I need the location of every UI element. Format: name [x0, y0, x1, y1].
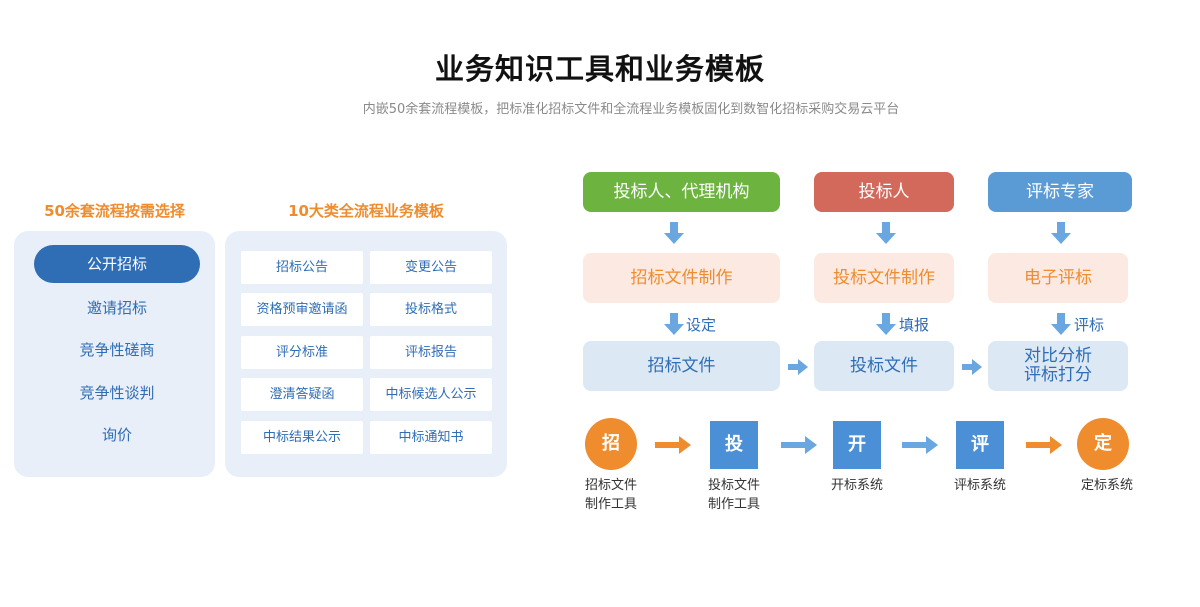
- template-item[interactable]: 评分标准: [241, 336, 363, 369]
- role-bidder-agency: 投标人、代理机构: [583, 172, 780, 212]
- label-fill: 填报: [899, 316, 930, 334]
- flow-label-evaluate: 评标系统: [953, 478, 1006, 493]
- step-bid-doc: 投标文件: [814, 341, 954, 391]
- arrow-right-icon: [781, 436, 817, 454]
- template-item[interactable]: 评标报告: [370, 336, 492, 369]
- step-compare-score: 对比分析 评标打分: [988, 341, 1128, 391]
- step-tender-doc: 招标文件: [583, 341, 780, 391]
- flow-node-evaluate[interactable]: 评: [956, 421, 1004, 469]
- arrow-right-icon: [788, 359, 808, 375]
- process-heading: 50余套流程按需选择: [44, 202, 185, 220]
- template-item[interactable]: 投标格式: [370, 293, 492, 326]
- template-item[interactable]: 中标通知书: [370, 421, 492, 454]
- arrow-right-icon: [902, 436, 938, 454]
- flow-node-award[interactable]: 定: [1077, 418, 1129, 470]
- step-tender-doc-making: 招标文件制作: [583, 253, 780, 303]
- template-item[interactable]: 招标公告: [241, 251, 363, 284]
- label-evaluate: 评标: [1074, 316, 1105, 334]
- process-panel: 公开招标 邀请招标 竞争性磋商 竞争性谈判 询价: [14, 231, 215, 477]
- flow-node-bid[interactable]: 投: [710, 421, 758, 469]
- role-expert: 评标专家: [988, 172, 1132, 212]
- flow-label-line: 招标文件: [584, 478, 637, 493]
- arrow-down-icon: [664, 222, 684, 244]
- process-item-inquiry[interactable]: 询价: [101, 426, 132, 444]
- role-bidder: 投标人: [814, 172, 954, 212]
- templates-heading: 10大类全流程业务模板: [288, 202, 444, 220]
- flow-label-bid: 投标文件 制作工具: [689, 476, 779, 514]
- flow-label-award: 定标系统: [1080, 478, 1133, 493]
- label-set: 设定: [686, 316, 717, 334]
- page-title: 业务知识工具和业务模板: [434, 52, 765, 86]
- process-item-public-tender[interactable]: 公开招标: [34, 245, 200, 283]
- flow-label-tender: 招标文件 制作工具: [566, 476, 656, 514]
- step-compare-line1: 对比分析: [1024, 346, 1092, 366]
- flow-label-open: 开标系统: [830, 478, 883, 493]
- flow-label-line: 投标文件: [707, 478, 760, 493]
- arrow-down-icon: [876, 222, 896, 244]
- process-item-competitive-negotiation[interactable]: 竞争性谈判: [79, 384, 155, 402]
- process-item-invited-tender[interactable]: 邀请招标: [86, 299, 147, 317]
- arrow-right-icon: [655, 436, 691, 454]
- template-item[interactable]: 变更公告: [370, 251, 492, 284]
- arrow-right-icon: [1026, 436, 1062, 454]
- template-item[interactable]: 澄清答疑函: [241, 378, 363, 411]
- arrow-down-icon: [1051, 313, 1071, 335]
- arrow-right-icon: [962, 359, 982, 375]
- flow-node-open[interactable]: 开: [833, 421, 881, 469]
- templates-panel: 招标公告 变更公告 资格预审邀请函 投标格式 评分标准 评标报告 澄清答疑函 中…: [225, 231, 507, 477]
- page-subtitle: 内嵌50余套流程模板，把标准化招标文件和全流程业务模板固化到数智化招标采购交易云…: [362, 102, 900, 117]
- flow-node-tender[interactable]: 招: [585, 418, 637, 470]
- step-electronic-evaluation: 电子评标: [988, 253, 1128, 303]
- process-item-competitive-consultation[interactable]: 竞争性磋商: [79, 341, 155, 359]
- arrow-down-icon: [664, 313, 684, 335]
- template-item[interactable]: 中标候选人公示: [370, 378, 492, 411]
- arrow-down-icon: [876, 313, 896, 335]
- step-bid-doc-making: 投标文件制作: [814, 253, 954, 303]
- arrow-down-icon: [1051, 222, 1071, 244]
- template-item[interactable]: 资格预审邀请函: [241, 293, 363, 326]
- template-item[interactable]: 中标结果公示: [241, 421, 363, 454]
- flow-label-line: 制作工具: [707, 497, 760, 512]
- flow-label-line: 制作工具: [584, 497, 637, 512]
- step-compare-line2: 评标打分: [1024, 365, 1092, 385]
